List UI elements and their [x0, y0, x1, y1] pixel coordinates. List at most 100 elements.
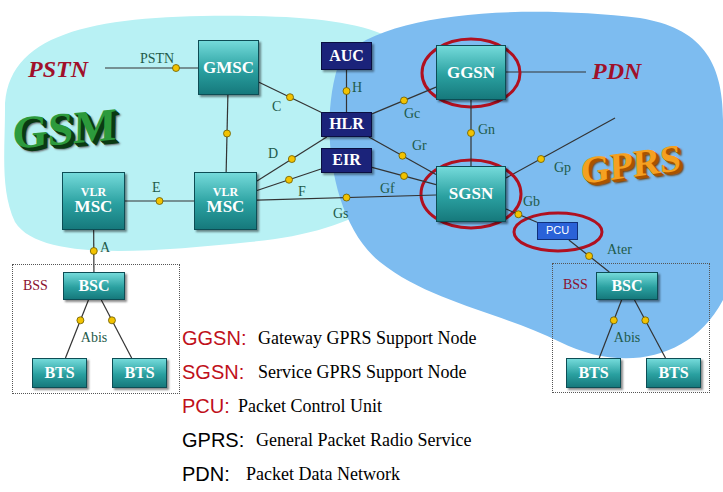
interface-link — [259, 82, 321, 112]
interface-label: D — [268, 146, 278, 161]
interface-dot — [515, 211, 522, 218]
interface-dot — [642, 317, 649, 324]
interface-dot — [343, 194, 350, 201]
system-title: GPRS — [580, 137, 682, 193]
control-unit-box: PCU — [537, 222, 578, 240]
interface-link — [506, 209, 537, 222]
interface-label: A — [100, 240, 110, 255]
node-label: HLR — [329, 116, 364, 133]
network-element-box: BTS — [646, 358, 701, 388]
network-element-box: GMSC — [198, 40, 259, 95]
interface-label: Abis — [613, 330, 641, 345]
interface-dot — [156, 198, 163, 205]
node-label: BSC — [611, 278, 642, 295]
interface-label: H — [352, 80, 362, 95]
interface-label: Gf — [380, 181, 395, 196]
interface-dot — [108, 317, 115, 324]
highlight-ring — [422, 39, 520, 107]
network-element-box: VLRMSC — [194, 172, 257, 230]
interface-label: C — [272, 99, 281, 114]
interface-link — [599, 300, 621, 358]
legend-acronym: SGSN: — [182, 361, 244, 383]
network-element-box: BSC — [63, 272, 125, 300]
legend-description: Gateway GPRS Support Node — [258, 329, 477, 349]
node-label: GMSC — [203, 59, 254, 77]
group-heading: BSS — [23, 279, 48, 294]
pdn-link — [506, 71, 586, 72]
subsystem-box: BSS BSC BTS BTS — [12, 264, 180, 394]
interface-dot — [343, 88, 350, 95]
interface-dot — [399, 152, 406, 159]
network-element-box: BSC — [596, 272, 658, 300]
legend-acronym: PDN: — [182, 463, 230, 485]
interface-dot — [401, 97, 408, 104]
node-label: BTS — [44, 365, 74, 382]
interface-label: PSTN — [140, 51, 174, 66]
legend-acronym: PCU: — [182, 395, 230, 417]
node-label: GGSN — [447, 64, 495, 82]
node-label: BTS — [578, 365, 608, 382]
interface-link — [257, 195, 436, 200]
interface-link — [569, 240, 609, 272]
node-label: MSC — [207, 198, 245, 216]
highlight-ring — [514, 213, 602, 251]
interface-link — [257, 137, 327, 181]
interface-label: F — [298, 184, 306, 199]
interface-label: Gs — [333, 206, 349, 221]
interface-dot — [224, 130, 231, 137]
legend-description: Service GPRS Support Node — [258, 363, 467, 383]
node-label: VLR — [213, 186, 238, 199]
legend-acronym: GPRS: — [182, 429, 244, 451]
legend-description: Packet Data Network — [246, 465, 400, 485]
register-box: AUC — [321, 42, 372, 70]
interface-label: Abis — [80, 330, 108, 345]
interface-dot — [586, 253, 593, 260]
node-label: PCU — [546, 225, 569, 237]
interface-dot — [401, 172, 408, 179]
network-element-box: VLRMSC — [62, 172, 125, 230]
node-label: BTS — [124, 365, 154, 382]
system-title: GSM — [12, 99, 117, 159]
node-label: SGSN — [449, 185, 493, 203]
node-label: EIR — [332, 152, 360, 169]
interface-link — [257, 169, 321, 190]
interface-dot — [286, 176, 293, 183]
node-label: BTS — [658, 365, 688, 382]
gprs-region — [329, 12, 723, 358]
interface-link — [634, 300, 665, 358]
interface-dot — [288, 156, 295, 163]
interface-label: Gn — [478, 122, 495, 137]
interface-label: Gp — [554, 160, 571, 175]
network-element-box: BTS — [32, 358, 87, 388]
legend-description: Packet Control Unit — [238, 397, 382, 417]
network-element-box: SGSN — [436, 166, 506, 222]
node-label: AUC — [329, 48, 364, 65]
interface-label: Ater — [607, 242, 632, 257]
interface-dot — [77, 317, 84, 324]
register-box: EIR — [321, 148, 372, 173]
interface-link — [65, 300, 88, 358]
register-box: HLR — [321, 112, 372, 137]
interface-dot — [610, 317, 617, 324]
group-heading: BSS — [563, 278, 588, 293]
interface-dot — [468, 130, 475, 137]
interface-dot — [538, 156, 545, 163]
pstn-link — [105, 67, 200, 68]
interface-dot — [287, 94, 294, 101]
highlight-ring — [421, 160, 521, 228]
interface-label: Gb — [523, 194, 540, 209]
node-label: MSC — [75, 198, 113, 216]
interface-link — [101, 300, 131, 358]
legend-acronym: GGSN: — [182, 327, 246, 349]
node-label: VLR — [81, 186, 106, 199]
node-label: BSC — [78, 278, 109, 295]
network-name: PSTN — [28, 56, 88, 82]
interface-dot — [90, 248, 97, 255]
legend-description: General Packet Radio Service — [256, 431, 471, 451]
subsystem-box: BSS BSC BTS BTS — [552, 263, 710, 393]
network-name: PDN — [592, 58, 641, 84]
interface-label: Gr — [412, 138, 427, 153]
network-element-box: BTS — [112, 358, 167, 388]
